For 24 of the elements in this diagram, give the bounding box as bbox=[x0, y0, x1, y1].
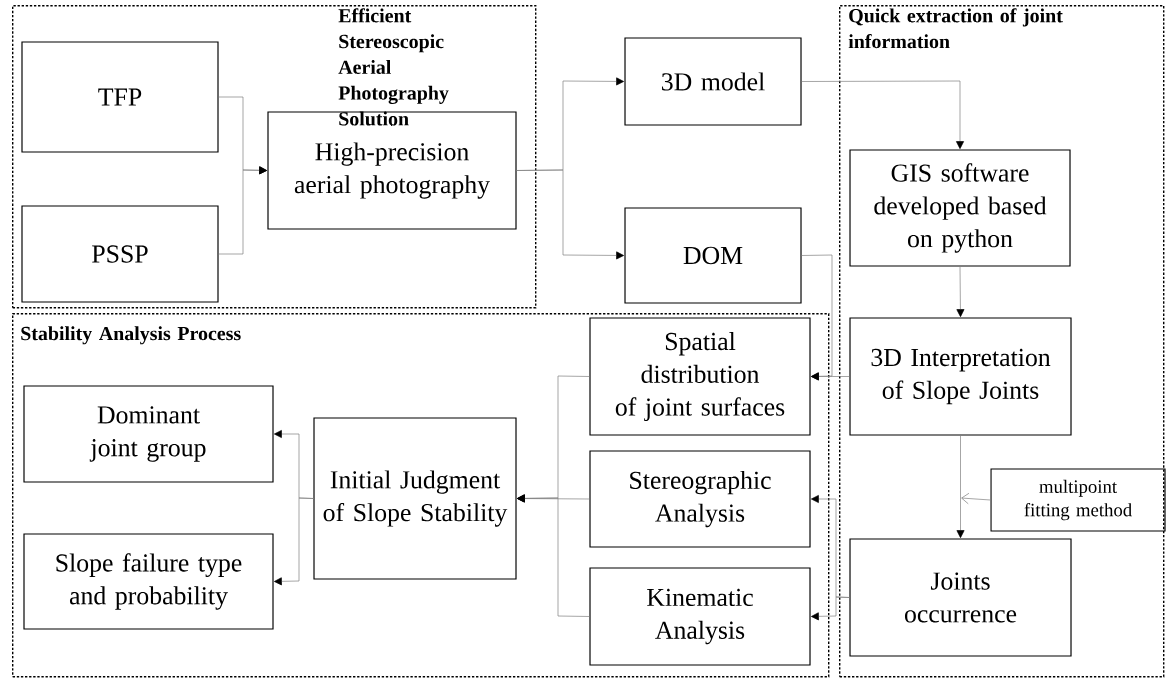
note-box: multipoint fitting method bbox=[990, 468, 1166, 532]
process-box: Kinematic Analysis bbox=[589, 567, 811, 666]
arrow bbox=[801, 80, 964, 149]
process-box: TFP bbox=[21, 41, 219, 153]
process-box: 3D Interpretation of Slope Joints bbox=[849, 317, 1072, 436]
arrow bbox=[811, 596, 850, 621]
process-box: Spatial distribution of joint surfaces bbox=[589, 317, 811, 436]
process-box: Slope failure type and probability bbox=[23, 533, 274, 630]
process-box: DOM bbox=[624, 207, 802, 304]
process-box: Initial Judgment of Slope Stability bbox=[313, 417, 517, 580]
arrow bbox=[517, 494, 590, 617]
arrow bbox=[516, 169, 624, 260]
arrow bbox=[274, 497, 314, 586]
process-box: GIS software developed based on python bbox=[849, 149, 1071, 267]
arrow bbox=[811, 372, 850, 381]
arrow bbox=[218, 166, 267, 255]
process-box: 3D model bbox=[624, 37, 802, 126]
process-box: Joints occurrence bbox=[849, 538, 1072, 657]
arrow bbox=[956, 435, 965, 538]
arrow bbox=[956, 266, 965, 317]
arrow bbox=[961, 492, 991, 505]
process-box: Dominant joint group bbox=[23, 385, 274, 483]
process-box: Stereographic Analysis bbox=[589, 450, 811, 548]
process-box: PSSP bbox=[21, 205, 219, 303]
